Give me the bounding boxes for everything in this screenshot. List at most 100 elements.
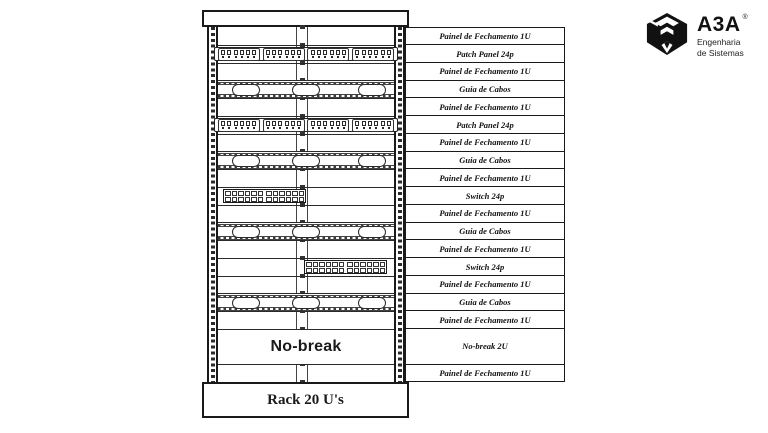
rj45-port-icon [323, 121, 328, 130]
rj45-port-icon [265, 121, 270, 130]
switch-port-icon [373, 261, 379, 267]
unit-label-row: Painel de Fechamento 1U [406, 97, 564, 115]
port-jack [374, 121, 379, 127]
switch-port-icon [251, 190, 257, 196]
port-pin [279, 127, 282, 130]
port-jack [316, 121, 321, 127]
port-pin [317, 127, 320, 130]
port-pin [324, 127, 327, 130]
rj45-port-icon [252, 50, 257, 59]
port-jack [233, 121, 238, 127]
port-jack [368, 50, 373, 56]
port-pin [240, 56, 243, 59]
switch-port-icon [312, 267, 318, 273]
unit-label-row: Guia de Cabos [406, 79, 564, 98]
switch-port-icon [319, 267, 325, 273]
port-jack [252, 121, 257, 127]
switch-port-icon [292, 196, 298, 202]
port-pin [273, 56, 276, 59]
unit-label-row: Patch Panel 24p [406, 115, 564, 133]
rack-slots-area: No-break [214, 27, 398, 382]
cable-guide-ring [292, 154, 320, 167]
switch-port-icon [353, 267, 359, 273]
switch-port-icon [353, 261, 359, 267]
rj45-port-icon [329, 50, 334, 59]
rj45-port-icon [368, 50, 373, 59]
rack-top-cap [202, 10, 409, 27]
rj45-port-icon [291, 121, 295, 130]
port-pin [298, 56, 301, 59]
switch-port-icon [319, 261, 325, 267]
rack-slot-blank [218, 311, 394, 329]
port-jack [246, 50, 251, 56]
rj45-port-icon [361, 50, 366, 59]
switch-port-icon [257, 196, 263, 202]
rack-slot-guide [218, 80, 394, 98]
rj45-port-icon [284, 50, 289, 59]
cable-guide-ring [358, 154, 386, 167]
patch-panel-drawing [214, 118, 398, 132]
rj45-port-icon [374, 50, 379, 59]
unit-label-row: Painel de Fechamento 1U [406, 132, 564, 151]
port-jack [265, 50, 270, 56]
switch-port-icon [298, 190, 304, 196]
rack-slot-nobreak: No-break [218, 328, 394, 365]
company-logo: A3A ® Engenharia de Sistemas [644, 13, 748, 59]
rj45-port-icon [246, 121, 251, 130]
port-pin [266, 127, 269, 130]
port-jack [329, 121, 334, 127]
switch-port-icon [347, 261, 353, 267]
rj45-port-icon [297, 121, 302, 130]
unit-label-row: Painel de Fechamento 1U [406, 203, 564, 222]
unit-label-row: No-break 2U [406, 328, 564, 364]
patch-port-group [262, 118, 305, 132]
switch-port-icon [338, 267, 344, 273]
tagline-line1: Engenharia [697, 37, 741, 47]
switch-port-icon [306, 261, 312, 267]
switch-port-icon [379, 267, 385, 273]
port-pin [279, 56, 282, 59]
rj45-port-icon [239, 121, 244, 130]
rj45-port-icon [316, 121, 321, 130]
port-pin [285, 56, 288, 59]
rj45-port-icon [386, 50, 391, 59]
rj45-port-icon [342, 121, 347, 130]
port-pin [356, 56, 359, 59]
port-jack [227, 121, 232, 127]
port-jack [284, 121, 289, 127]
rj45-port-icon [272, 121, 277, 130]
port-pin [381, 56, 384, 59]
port-jack [291, 50, 295, 56]
rack-slot-guide [218, 293, 394, 311]
rack-title: Rack 20 U's [202, 382, 409, 418]
port-pin [253, 56, 256, 59]
port-pin [369, 56, 372, 59]
switch-port-icon [272, 190, 278, 196]
rack-rail-left [207, 27, 218, 382]
rack-slot-blank [218, 364, 394, 382]
rj45-port-icon [297, 50, 302, 59]
switch-port-icon [347, 267, 353, 273]
port-jack [272, 50, 277, 56]
rack-slot-guide [218, 151, 394, 169]
port-pin [330, 56, 333, 59]
port-jack [355, 121, 360, 127]
switch-port-icon [285, 196, 291, 202]
rack-slot-patch [214, 115, 398, 134]
switch-port-icon [379, 261, 385, 267]
port-jack [310, 121, 315, 127]
port-jack [239, 121, 244, 127]
cable-guide-ring [292, 296, 320, 309]
rack-slot-blank [218, 204, 394, 223]
switch-port-icon [266, 190, 272, 196]
port-jack [221, 50, 226, 56]
switch-port-icon [244, 190, 250, 196]
patch-port-group [352, 47, 395, 61]
port-pin [298, 127, 301, 130]
port-pin [292, 56, 294, 59]
unit-label-row: Painel de Fechamento 1U [406, 310, 564, 328]
port-pin [266, 56, 269, 59]
port-jack [342, 121, 347, 127]
